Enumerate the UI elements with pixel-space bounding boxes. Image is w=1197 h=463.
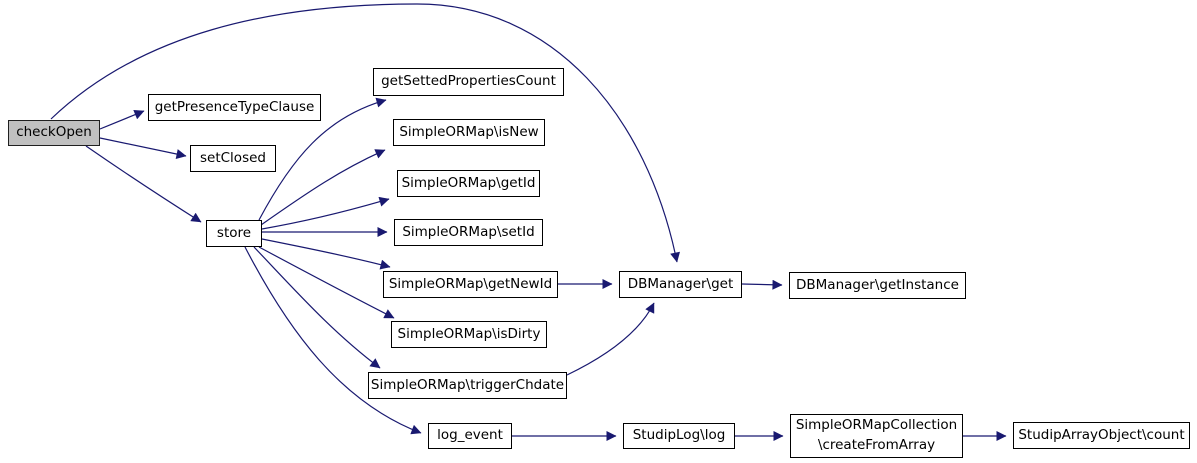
- node-SimpleORMap-getNewId[interactable]: SimpleORMap\getNewId: [383, 271, 558, 298]
- node-StudipArrayObject-count[interactable]: StudipArrayObject\count: [1013, 422, 1190, 449]
- node-StudipLog-log[interactable]: StudipLog\log: [623, 423, 735, 449]
- node-SimpleORMap-isDirty[interactable]: SimpleORMap\isDirty: [391, 321, 547, 348]
- node-DBManager-getInstance[interactable]: DBManager\getInstance: [789, 272, 966, 299]
- edge-store-SimpleORMap-getNewId: [261, 238, 391, 270]
- node-log_event[interactable]: log_event: [428, 423, 512, 449]
- node-DBManager-get[interactable]: DBManager\get: [619, 271, 742, 298]
- edge-store-SimpleORMap-triggerChdate: [253, 246, 381, 369]
- edge-DBManager-get-DBManager-getInstance: [741, 279, 783, 290]
- node-SimpleORMap-isNew[interactable]: SimpleORMap\isNew: [393, 119, 545, 146]
- edge-checkOpen-DBManager-get: [50, 3, 680, 263]
- edge-store-SimpleORMap-isDirty: [258, 246, 395, 319]
- edge-store-SimpleORMap-getId: [261, 196, 390, 230]
- edge-store-SimpleORMap-isNew: [260, 149, 386, 226]
- node-store[interactable]: store: [206, 220, 262, 247]
- edge-SimpleORMap-triggerChdate-DBManager-get: [566, 302, 655, 376]
- edge-checkOpen-setClosed: [99, 137, 187, 159]
- node-SimpleORMapCollection-createFromArray[interactable]: SimpleORMapCollection \createFromArray: [790, 414, 963, 458]
- edge-checkOpen-store: [85, 145, 202, 223]
- node-setClosed[interactable]: setClosed: [190, 145, 276, 172]
- node-getSettedPropertiesCount[interactable]: getSettedPropertiesCount: [373, 68, 564, 96]
- edge-checkOpen-getPresenceTypeClause: [99, 109, 145, 130]
- node-getPresenceTypeClause[interactable]: getPresenceTypeClause: [148, 94, 321, 121]
- node-SimpleORMap-triggerChdate[interactable]: SimpleORMap\triggerChdate: [368, 372, 567, 399]
- edge-store-log_event: [244, 246, 422, 435]
- node-SimpleORMap-getId[interactable]: SimpleORMap\getId: [397, 170, 540, 197]
- node-checkOpen[interactable]: checkOpen: [8, 120, 100, 146]
- node-SimpleORMap-setId[interactable]: SimpleORMap\setId: [394, 219, 543, 246]
- edge-store-getSettedPropertiesCount: [258, 97, 387, 221]
